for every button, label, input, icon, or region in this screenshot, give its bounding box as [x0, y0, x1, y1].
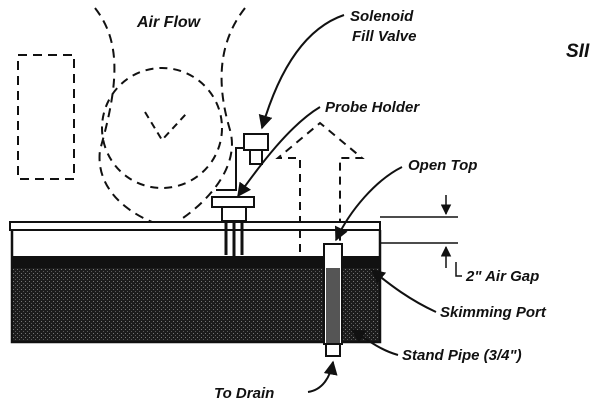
leader-air-gap	[455, 262, 462, 277]
leader-solenoid	[258, 14, 345, 130]
cut-off-title: SII	[566, 41, 590, 62]
water-level-band	[13, 258, 379, 268]
stand-pipe-label: Stand Pipe (3/4")	[402, 347, 522, 364]
leader-skimming-port	[370, 269, 437, 313]
air-flow-path-left	[94, 7, 161, 226]
solenoid-label-line1: Solenoid	[350, 8, 414, 25]
sump-water	[13, 268, 379, 341]
air-up-arrow-icon	[275, 121, 365, 252]
air-flow-circle-icon	[101, 67, 223, 189]
air-gap-label: 2" Air Gap	[465, 268, 539, 285]
sump-tank-wall	[10, 230, 382, 344]
leader-open-top	[334, 166, 403, 242]
equipment-outline	[17, 54, 75, 180]
leader-probe-holder	[237, 106, 321, 198]
air-flow-label: Air Flow	[136, 14, 202, 31]
stand-pipe	[323, 243, 343, 357]
leader-to-drain	[307, 360, 338, 393]
solenoid-label-line2: Fill Valve	[352, 28, 416, 45]
solenoid-valve	[216, 133, 269, 191]
probe-holder-label: Probe Holder	[325, 99, 420, 116]
probe-holder	[211, 196, 255, 262]
leader-stand-pipe	[350, 329, 399, 356]
air-gap-dimension	[380, 195, 458, 268]
air-flow-path-right	[179, 7, 246, 221]
sump-tank-rim	[9, 221, 381, 231]
skimming-port-label: Skimming Port	[440, 304, 547, 321]
to-drain-label: To Drain	[214, 385, 274, 402]
open-top-label: Open Top	[408, 157, 477, 174]
